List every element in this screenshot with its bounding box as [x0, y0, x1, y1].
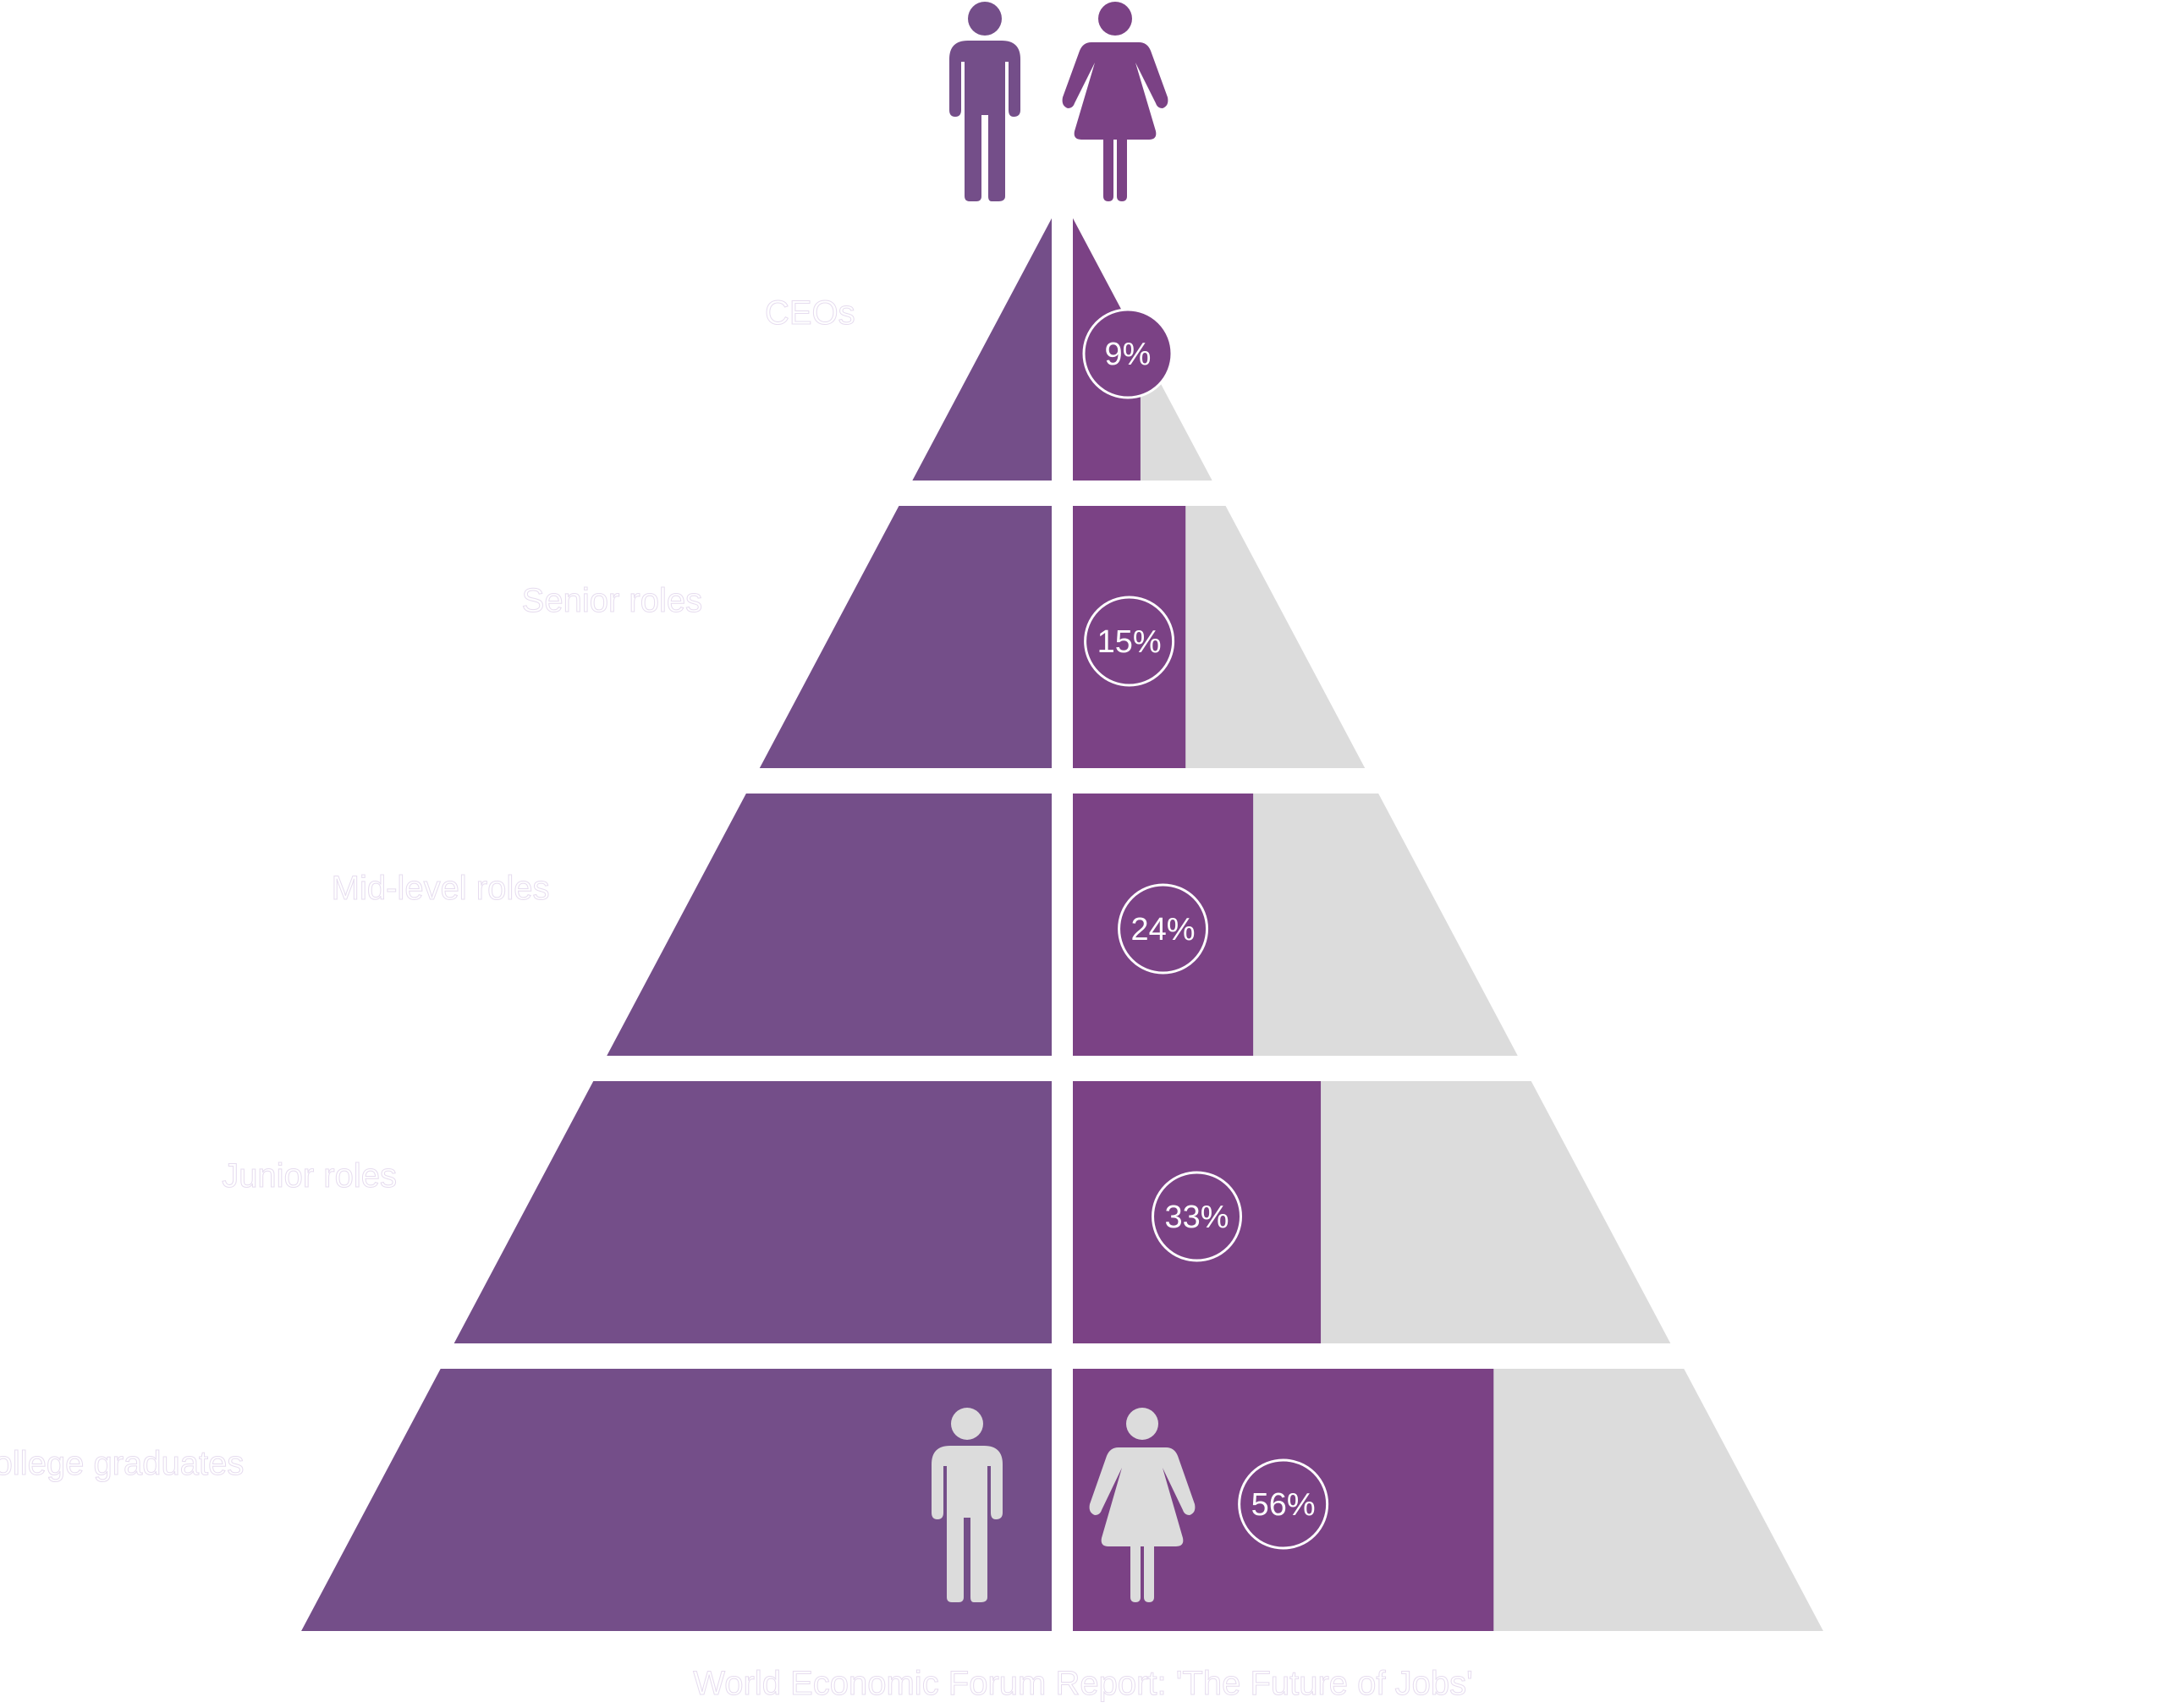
percent-label: 9%: [1105, 337, 1152, 372]
percent-badge: [1084, 596, 1175, 687]
college-woman-icon: [1089, 1408, 1196, 1602]
category-label: Junior roles: [222, 1157, 397, 1195]
college-man-icon: [932, 1408, 1003, 1602]
percent-badge: [1082, 308, 1174, 399]
percent-label: 24%: [1131, 912, 1196, 947]
men-segment: [301, 1369, 1052, 1631]
category-label: CEOs: [765, 294, 855, 332]
source-caption: World Economic Forum Report: 'The Future…: [693, 1665, 1473, 1702]
category-label: Senior roles: [522, 582, 702, 619]
percent-badge: [1118, 883, 1209, 975]
legend-man-icon: [949, 2, 1020, 201]
category-label: Mid-level roles: [332, 870, 550, 907]
tier-mid-level-roles: 24% Mid-level roles: [331, 794, 1518, 1056]
pyramid-tiers: 9% CEOs 15% Senior roles 24% Mid-level roles 3…: [0, 218, 1823, 1631]
percent-badge: [1152, 1171, 1243, 1262]
percent-label: 15%: [1097, 624, 1162, 660]
tier-ceos: 9% CEOs: [764, 218, 1212, 481]
men-segment: [759, 506, 1052, 768]
tier-college-graduates: 56% College graduates: [0, 1369, 1823, 1631]
percent-label: 33%: [1164, 1200, 1229, 1235]
category-label: College graduates: [0, 1445, 244, 1482]
men-segment: [912, 218, 1052, 481]
tier-junior-roles: 33% Junior roles: [222, 1081, 1671, 1343]
tier-senior-roles: 15% Senior roles: [521, 506, 1366, 768]
legend-woman-icon: [1062, 2, 1168, 201]
men-segment: [454, 1081, 1052, 1343]
percent-badge: [1238, 1458, 1329, 1550]
men-segment: [607, 794, 1052, 1056]
percent-label: 56%: [1251, 1487, 1316, 1523]
